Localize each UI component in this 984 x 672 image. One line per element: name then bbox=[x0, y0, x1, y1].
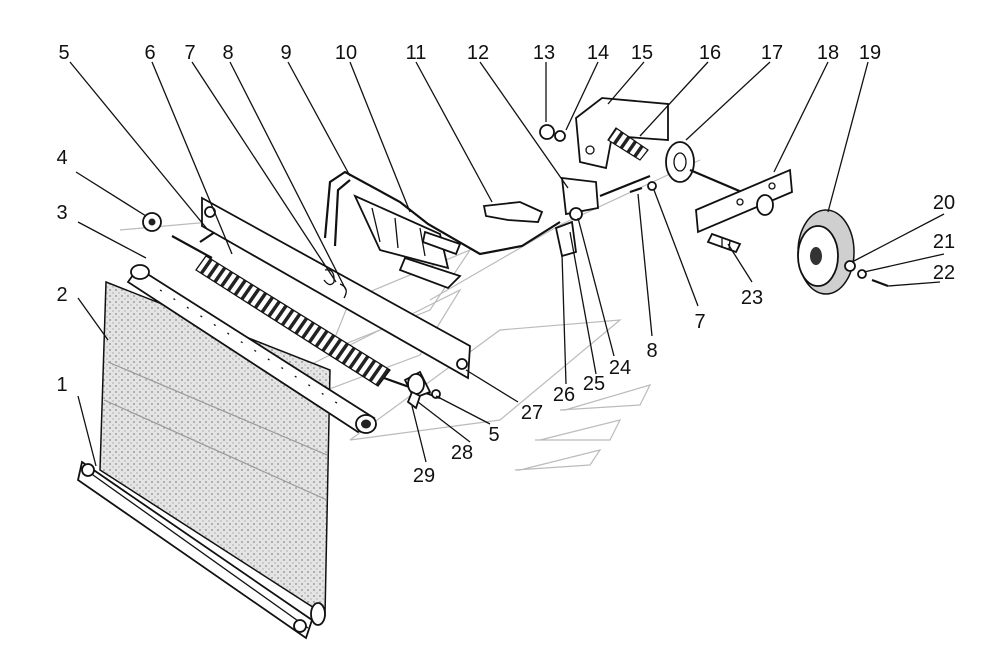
nut-and-washer bbox=[539, 124, 566, 142]
side-arm bbox=[201, 196, 471, 380]
callout-20: 20 bbox=[933, 192, 955, 214]
knob bbox=[797, 209, 855, 295]
callout-24: 24 bbox=[609, 357, 631, 379]
callout-8-right: 8 bbox=[646, 340, 657, 362]
callout-2: 2 bbox=[56, 284, 67, 306]
callout-11: 11 bbox=[406, 42, 427, 64]
small-spring bbox=[607, 127, 649, 161]
callout-29: 29 bbox=[413, 465, 435, 487]
end-cap bbox=[406, 373, 425, 410]
callout-14: 14 bbox=[587, 42, 609, 64]
callout-7: 7 bbox=[184, 42, 195, 64]
callout-15: 15 bbox=[631, 42, 653, 64]
callout-3: 3 bbox=[56, 202, 67, 224]
mounting-plate bbox=[695, 168, 793, 234]
knob-fasteners bbox=[844, 260, 889, 288]
callout-8: 8 bbox=[222, 42, 233, 64]
leader-lines bbox=[69, 61, 945, 467]
callout-27: 27 bbox=[521, 402, 543, 424]
callout-21: 21 bbox=[933, 231, 955, 253]
bracket-and-lever bbox=[323, 170, 561, 290]
callout-7-right: 7 bbox=[694, 311, 705, 333]
pin-right bbox=[629, 186, 643, 194]
callout-28: 28 bbox=[451, 442, 473, 464]
washer-left bbox=[142, 212, 162, 232]
callout-22: 22 bbox=[933, 262, 955, 284]
roller-tube bbox=[126, 264, 377, 434]
bottom-bar bbox=[76, 460, 326, 640]
callout-labels: 1 2 3 4 5 6 7 8 9 10 11 12 13 14 15 16 1… bbox=[56, 42, 955, 487]
pivot-bracket bbox=[554, 174, 651, 258]
small-plate bbox=[482, 201, 544, 223]
callout-1: 1 bbox=[56, 374, 67, 396]
callout-10: 10 bbox=[335, 42, 357, 64]
spring-clip-left bbox=[323, 269, 335, 286]
callout-23: 23 bbox=[741, 287, 763, 309]
callout-26: 26 bbox=[553, 384, 575, 406]
callout-4: 4 bbox=[56, 147, 67, 169]
callout-17: 17 bbox=[761, 42, 783, 64]
callout-5: 5 bbox=[58, 42, 69, 64]
callout-5-lower: 5 bbox=[488, 424, 499, 446]
washer-right bbox=[647, 181, 657, 191]
callout-9: 9 bbox=[280, 42, 291, 64]
callout-19: 19 bbox=[859, 42, 881, 64]
callout-13: 13 bbox=[533, 42, 555, 64]
callout-12: 12 bbox=[467, 42, 489, 64]
bolt bbox=[706, 232, 742, 254]
callout-6: 6 bbox=[144, 42, 155, 64]
callout-25: 25 bbox=[583, 373, 605, 395]
callout-16: 16 bbox=[699, 42, 721, 64]
callout-18: 18 bbox=[817, 42, 839, 64]
